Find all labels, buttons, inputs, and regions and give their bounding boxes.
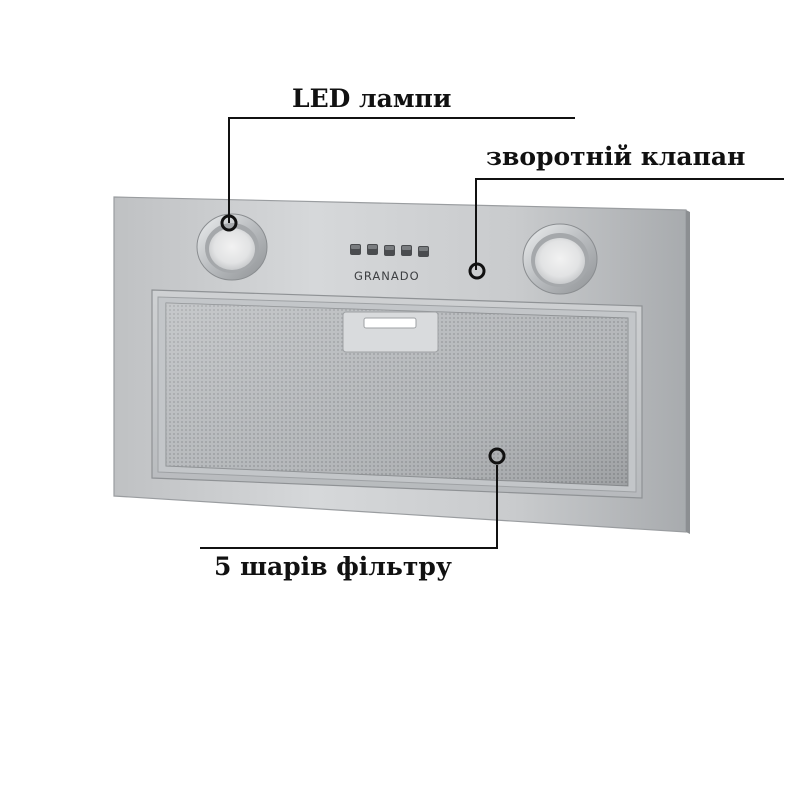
- led-lamp-right: [522, 223, 598, 295]
- led-lamp-left: [196, 213, 268, 281]
- filter-handle: [342, 311, 439, 353]
- control-button: [401, 245, 412, 256]
- check-valve-label: зворотній клапан: [486, 142, 746, 171]
- control-button: [350, 244, 361, 255]
- control-button: [367, 244, 378, 255]
- filter-marker: [488, 447, 506, 465]
- callout-markers: [220, 214, 506, 465]
- control-buttons: [350, 244, 429, 257]
- led-marker: [220, 214, 238, 232]
- led-lamps-label: LED лампи: [292, 84, 452, 113]
- valve-callout-line: [475, 178, 784, 270]
- led-callout-line: [228, 117, 575, 223]
- control-button: [384, 245, 395, 256]
- valve-marker: [468, 262, 486, 280]
- filter-layers-label: 5 шарів фільтру: [214, 552, 452, 581]
- control-button: [418, 246, 429, 257]
- filter-callout-line: [200, 465, 498, 549]
- brand-logo: GRANADO: [354, 269, 420, 283]
- hood-side-edge: [686, 210, 690, 534]
- callout-lines: [200, 117, 784, 549]
